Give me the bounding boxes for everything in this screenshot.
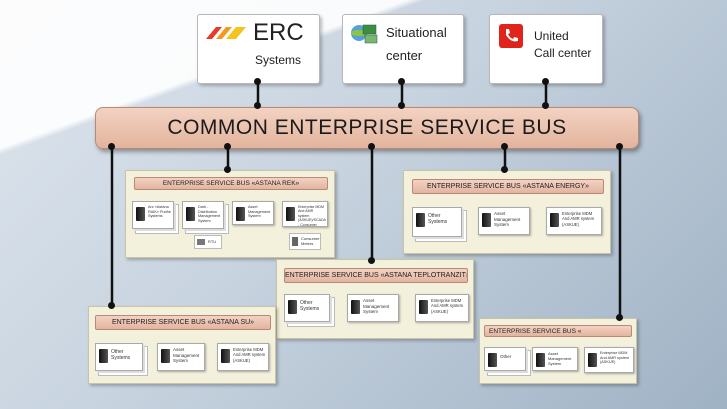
- server-icon: [419, 300, 428, 314]
- connector-dot: [501, 166, 508, 173]
- server-icon: [550, 213, 559, 227]
- common-enterprise-service-bus[interactable]: COMMON ENTERPRISE SERVICE BUS: [95, 107, 639, 149]
- connector-dot: [368, 257, 375, 264]
- connector-dot: [616, 143, 623, 150]
- connector-dot: [542, 102, 549, 109]
- panel-energy-title[interactable]: ENTERPRISE SERVICE BUS «ASTANA ENERGY»: [412, 179, 604, 194]
- connector-dot: [398, 102, 405, 109]
- server-icon: [99, 349, 108, 363]
- situational-title: Situational: [386, 25, 447, 40]
- situational-center-box[interactable]: Situational center: [342, 14, 464, 84]
- panel-astana-rek: ENTERPRISE SERVICE BUS «ASTANA REK» Arc …: [125, 170, 335, 258]
- connector-dot: [542, 78, 549, 85]
- situational-subtitle: center: [386, 48, 423, 63]
- rek-consumer-meters[interactable]: Consumer Meters: [289, 233, 321, 250]
- rek-system-3[interactable]: Asset Management System: [232, 201, 274, 225]
- energy-asset-management[interactable]: Asset Management System: [478, 207, 530, 235]
- energy-other-systems[interactable]: Other Systems: [412, 207, 462, 237]
- call-center-subtitle: Call center: [534, 46, 592, 60]
- connector-dot: [501, 143, 508, 150]
- connector-dot: [224, 143, 231, 150]
- panel-su-title[interactable]: ENTERPRISE SERVICE BUS «ASTANA SU»: [95, 315, 271, 330]
- server-icon: [136, 207, 145, 221]
- server-icon: [482, 213, 491, 227]
- meter-icon: [292, 237, 298, 246]
- connector-dot: [368, 143, 375, 150]
- connector-dot: [224, 166, 231, 173]
- rek-system-1[interactable]: Arc «Astana RAIK» Pudhe Systems: [132, 201, 174, 229]
- call-center-title: United: [534, 29, 569, 43]
- erc-title: ERC: [253, 19, 304, 46]
- server-icon: [161, 349, 170, 363]
- server-icon: [221, 349, 230, 363]
- united-call-center-box[interactable]: United Call center: [489, 14, 603, 84]
- globe-network-icon: [351, 24, 378, 44]
- rtu-device-icon: [197, 239, 205, 245]
- panel-astana-teplotranzit: ENTERPRISE SERVICE BUS «ASTANA TEPLOTRAN…: [276, 259, 474, 339]
- su-mdm-amr[interactable]: Enterprise MDM And AMR system (ASKUE): [217, 343, 269, 371]
- panel-rek-title[interactable]: ENTERPRISE SERVICE BUS «ASTANA REK»: [134, 177, 328, 190]
- connector-dot: [616, 314, 623, 321]
- teplotranzit-other-systems[interactable]: Other Systems: [284, 294, 330, 322]
- server-icon: [286, 207, 295, 221]
- panel-fifth: ENTERPRISE SERVICE BUS « Other Asset Man…: [479, 318, 637, 384]
- connector-dot: [254, 102, 261, 109]
- erc-subtitle: Systems: [255, 53, 302, 67]
- connector-dot: [254, 78, 261, 85]
- server-icon: [536, 353, 545, 367]
- server-icon: [186, 207, 195, 221]
- server-icon: [236, 207, 245, 221]
- connector-dot: [108, 143, 115, 150]
- teplotranzit-asset-management[interactable]: Asset Management System: [347, 294, 399, 322]
- server-icon: [588, 353, 597, 367]
- panel-fifth-title[interactable]: ENTERPRISE SERVICE BUS «: [484, 325, 632, 337]
- server-icon: [351, 300, 360, 314]
- energy-mdm-amr[interactable]: Enterprise MDM And AMR system (ASKUE): [546, 207, 602, 235]
- fifth-asset-management[interactable]: Asset Management System: [532, 347, 578, 371]
- phone-icon: [499, 24, 523, 48]
- erc-systems-box[interactable]: ERC Systems: [197, 14, 320, 84]
- server-icon: [288, 300, 297, 314]
- rek-system-2[interactable]: Dark - Distribution Management System: [182, 201, 224, 229]
- fifth-mdm-amr[interactable]: Enterprise MDM And AMR system (ASKUE): [584, 347, 634, 373]
- connector-dot: [398, 78, 405, 85]
- panel-astana-su: ENTERPRISE SERVICE BUS «ASTANA SU» Other…: [88, 306, 276, 384]
- panel-teplotranzit-title[interactable]: ENTERPRISE SERVICE BUS «ASTANA TEPLOTRAN…: [284, 268, 468, 283]
- connector-dot: [108, 302, 115, 309]
- fifth-other[interactable]: Other: [484, 347, 526, 371]
- rek-system-4[interactable]: Enterprise MDM And AMR system (ASKUE)/SC…: [282, 201, 328, 227]
- teplotranzit-mdm-amr[interactable]: Enterprise MDM And AMR system (ASKUE): [415, 294, 469, 322]
- panel-astana-energy: ENTERPRISE SERVICE BUS «ASTANA ENERGY» O…: [403, 170, 611, 254]
- server-icon: [488, 353, 497, 367]
- server-icon: [416, 213, 425, 227]
- rek-rtu[interactable]: RTU: [194, 235, 222, 249]
- su-other-systems[interactable]: Other Systems: [95, 343, 143, 371]
- erc-logo-icon: [206, 27, 246, 39]
- su-asset-management[interactable]: Asset Management System: [157, 343, 205, 371]
